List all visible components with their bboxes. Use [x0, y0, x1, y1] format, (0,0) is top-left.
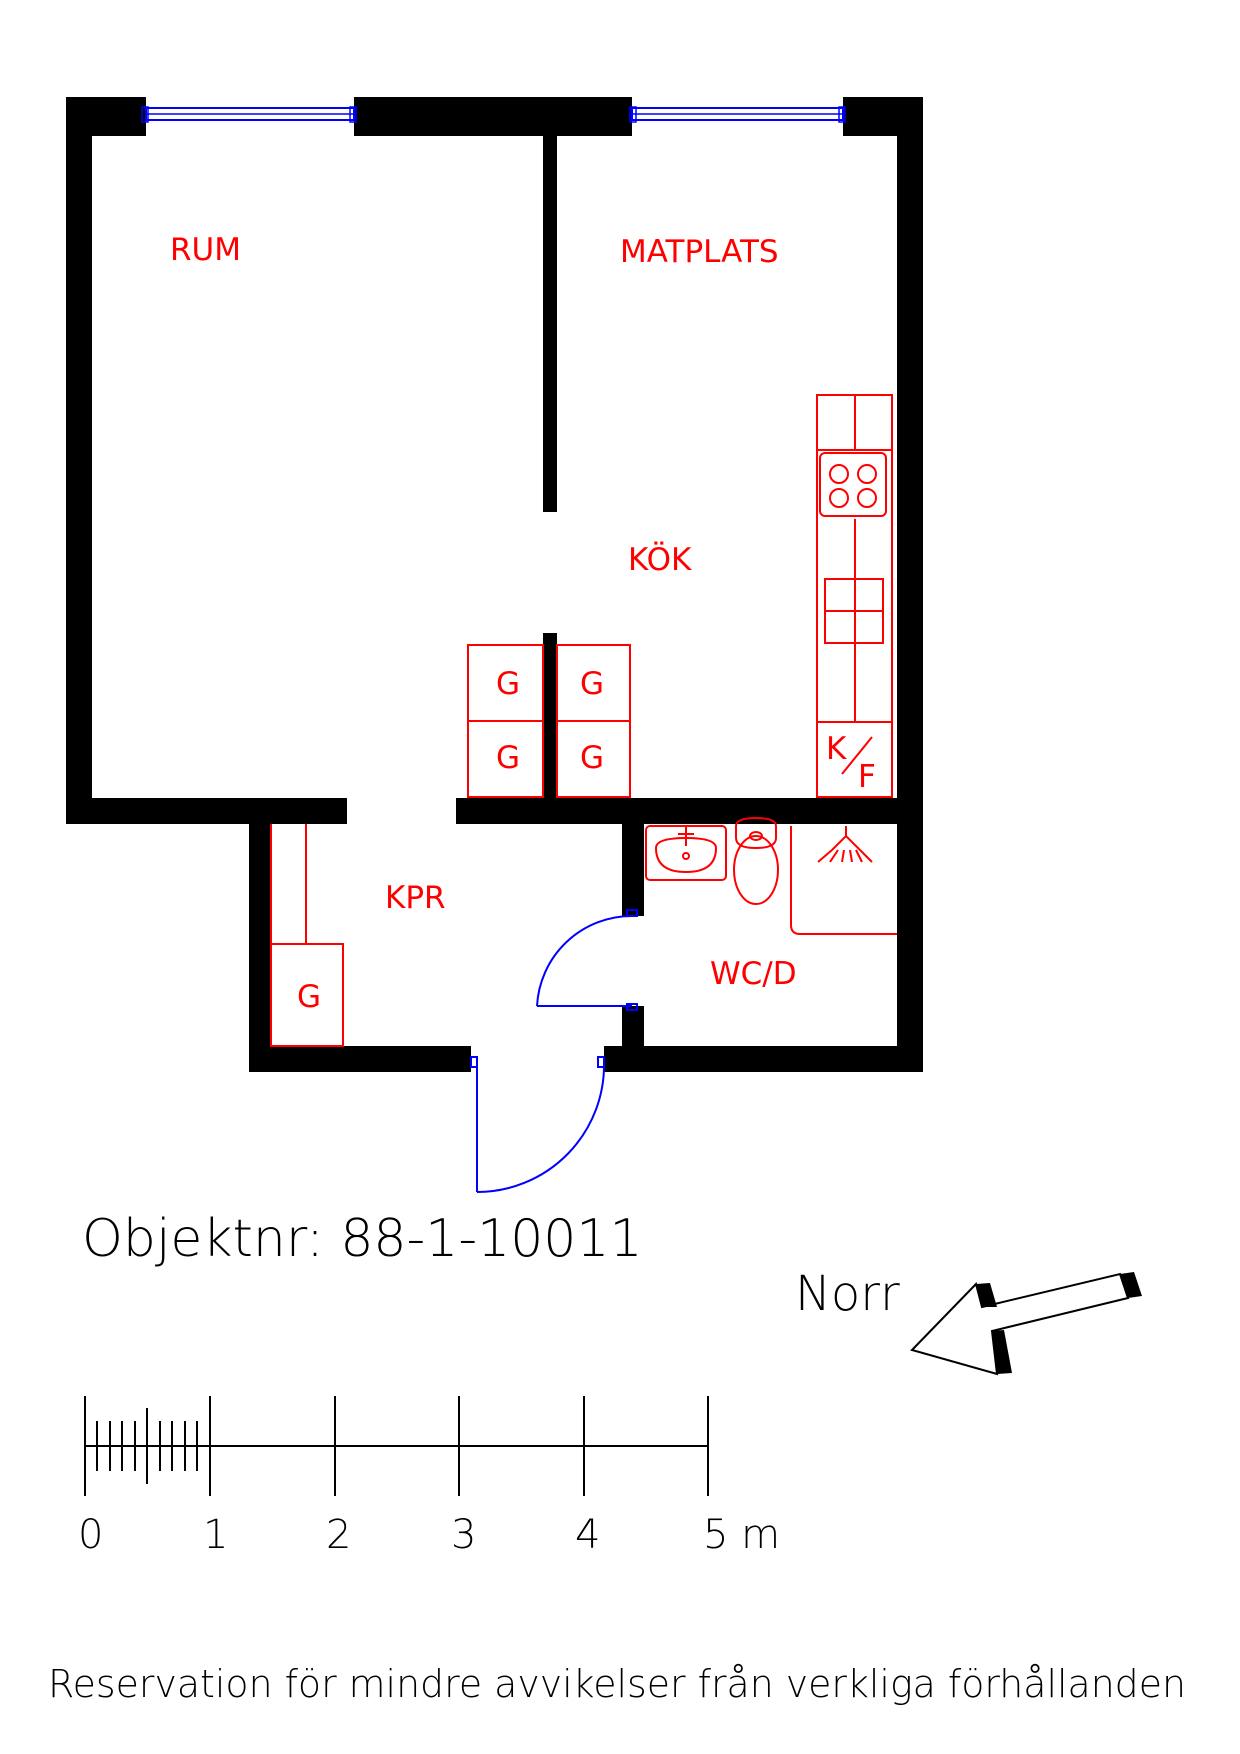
doors: [470, 909, 638, 1193]
sink-icon: [824, 578, 884, 644]
object-number: Objektnr: 88-1-10011: [82, 1209, 643, 1269]
room-label-kpr: KPR: [385, 880, 446, 916]
wardrobe-label-hall: G: [297, 979, 321, 1015]
wall-east: [897, 97, 923, 1072]
toilet-icon: [733, 816, 779, 905]
scale-label-0: 0: [78, 1512, 103, 1558]
room-label-matplats: MATPLATS: [620, 234, 779, 270]
scale-label-3: 3: [451, 1512, 476, 1558]
scale-minor-ticks: [96, 1408, 198, 1484]
fridge-label-k: K: [826, 731, 847, 767]
wardrobe-4: [556, 720, 631, 798]
room-label-rum: RUM: [170, 232, 241, 268]
walls: [66, 97, 923, 1072]
fridge-freezer: K F: [826, 731, 876, 795]
scale-bar: 0 1 2 3 4 5 m: [78, 1396, 780, 1558]
north-label: Norr: [795, 1266, 900, 1322]
wall-wc-west-upper: [622, 798, 644, 916]
wardrobe-label-2: G: [496, 740, 520, 776]
hall-wardrobe: G: [270, 824, 344, 1047]
window-rum: [141, 106, 357, 123]
wardrobe-label-1: G: [496, 666, 520, 702]
room-label-kok: KÖK: [628, 541, 692, 578]
fridge-label-f: F: [858, 759, 876, 795]
north-indicator: Norr: [795, 1266, 1142, 1376]
room-labels: RUM MATPLATS KÖK KPR WC/D: [170, 232, 797, 992]
north-arrow-icon: [910, 1272, 1142, 1376]
wardrobe-label-4: G: [580, 740, 604, 776]
wardrobe-label-3: G: [580, 666, 604, 702]
wall-wc-west-lower: [622, 1006, 644, 1072]
stove-icon: [819, 452, 887, 517]
scale-major-ticks: [84, 1396, 709, 1496]
scale-label-1: 1: [203, 1512, 228, 1558]
wall-west: [66, 97, 92, 824]
wall-hall-west: [249, 798, 271, 1072]
window-matplats: [629, 106, 846, 123]
wardrobes: G G G G G: [270, 644, 631, 1047]
wall-partition-garderob: [543, 633, 557, 798]
door-wc: [536, 909, 638, 1011]
scale-label-5: 5 m: [703, 1512, 780, 1558]
scale-label-4: 4: [575, 1512, 600, 1558]
wall-rum-south: [66, 798, 347, 824]
wall-north-middle: [354, 97, 632, 136]
shower-icon: [790, 826, 897, 935]
wall-south-right: [604, 1046, 923, 1072]
door-entrance: [470, 1056, 606, 1193]
kitchen-counter: K F: [816, 394, 893, 798]
room-label-wc: WC/D: [710, 956, 797, 992]
wall-south-left: [249, 1046, 471, 1072]
wardrobe-2: [467, 720, 544, 798]
windows: [141, 106, 846, 123]
bathroom-fixtures: [645, 816, 897, 935]
wall-partition-rum-matplats: [543, 97, 557, 512]
scale-label-2: 2: [326, 1512, 351, 1558]
wall-kitchen-south: [456, 798, 923, 824]
scale-labels: 0 1 2 3 4 5 m: [78, 1512, 780, 1558]
washbasin-icon: [645, 825, 727, 881]
disclaimer: Reservation för mindre avvikelser från v…: [48, 1662, 1186, 1706]
